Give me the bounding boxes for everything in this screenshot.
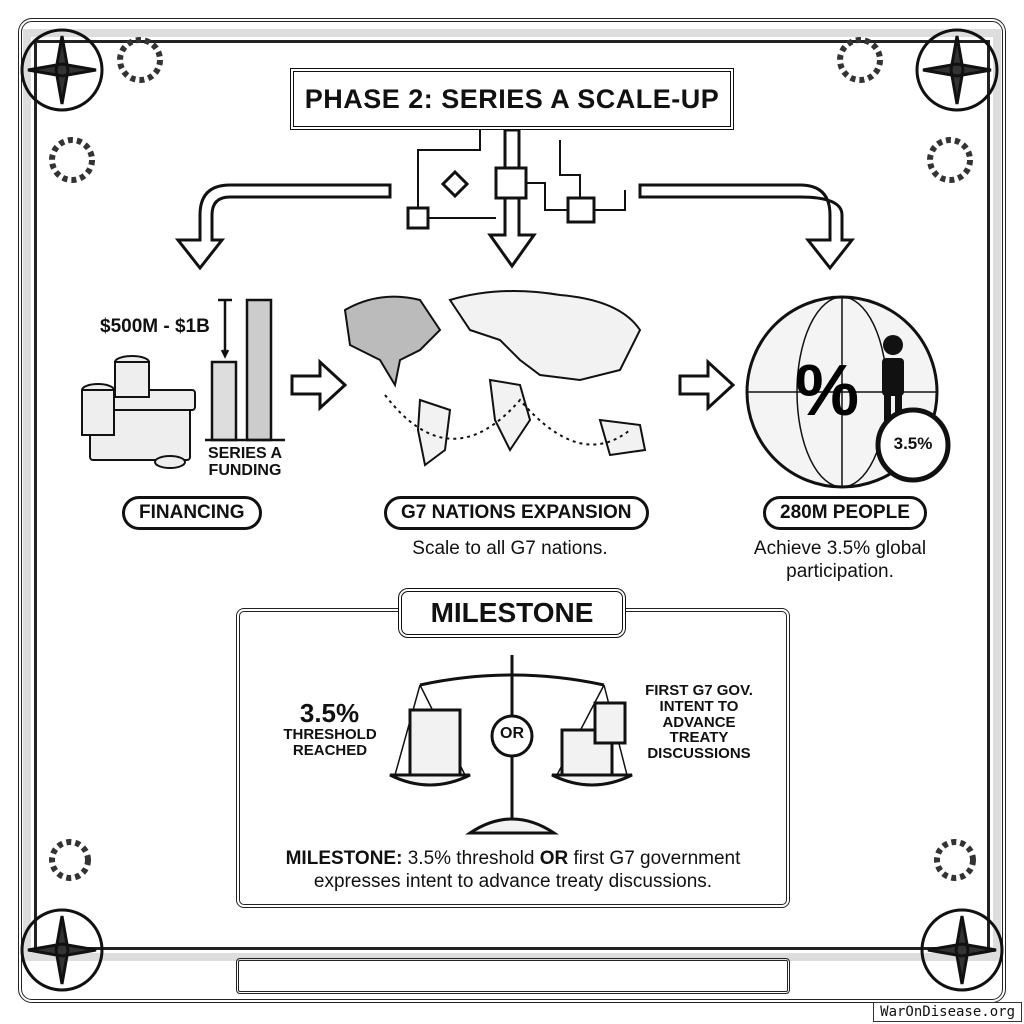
participation-badge-ring [875, 407, 951, 483]
watermark: WarOnDisease.org [873, 1002, 1022, 1022]
podium-icon [560, 728, 614, 777]
g7-expansion-pill: G7 NATIONS EXPANSION [384, 496, 649, 530]
inner-frame [23, 29, 1001, 961]
outer-frame [18, 18, 1006, 1003]
world-map-icon [343, 290, 647, 467]
funding-bar-label: SERIES A FUNDING [207, 445, 283, 479]
summary-part1: 3.5% threshold [407, 848, 535, 869]
milestone-summary: MILESTONE: 3.5% threshold OR first G7 go… [250, 848, 776, 894]
money-stack-icon [81, 355, 196, 469]
scale-of-justice-icon [389, 655, 633, 835]
threshold-label: THRESHOLD REACHED [283, 726, 377, 759]
threshold-value: 3.5% [299, 698, 360, 728]
flow-arrows [174, 128, 856, 271]
summary-lead: MILESTONE: [285, 848, 403, 869]
right-arrow-icon [290, 358, 736, 412]
participation-description: Achieve 3.5% global participation. [753, 538, 927, 582]
page-title: PHASE 2: SERIES A SCALE-UP [290, 68, 734, 130]
financing-pill: FINANCING [122, 496, 262, 530]
participation-badge: 3.5% [893, 434, 933, 453]
gear-icon [49, 37, 976, 881]
person-icon [882, 335, 904, 424]
flow-lines [417, 130, 626, 219]
summary-part2: first G7 government expresses intent to … [313, 848, 741, 892]
funding-amount: $500M - $1B [100, 316, 210, 337]
or-label: OR [500, 725, 524, 742]
g7-expansion-description: Scale to all G7 nations. [412, 538, 608, 559]
funding-bar-chart [205, 298, 285, 442]
percent-icon: % [795, 351, 859, 431]
milestone-title: MILESTONE [398, 588, 626, 638]
scroll-document-icon [408, 708, 462, 777]
participation-pill: 280M PEOPLE [763, 496, 927, 530]
g7-intent-label: FIRST G7 GOV. INTENT TO ADVANCE TREATY D… [645, 682, 753, 762]
footer-banner [236, 958, 790, 994]
summary-or: OR [539, 848, 569, 869]
compass-icon [20, 28, 1004, 992]
